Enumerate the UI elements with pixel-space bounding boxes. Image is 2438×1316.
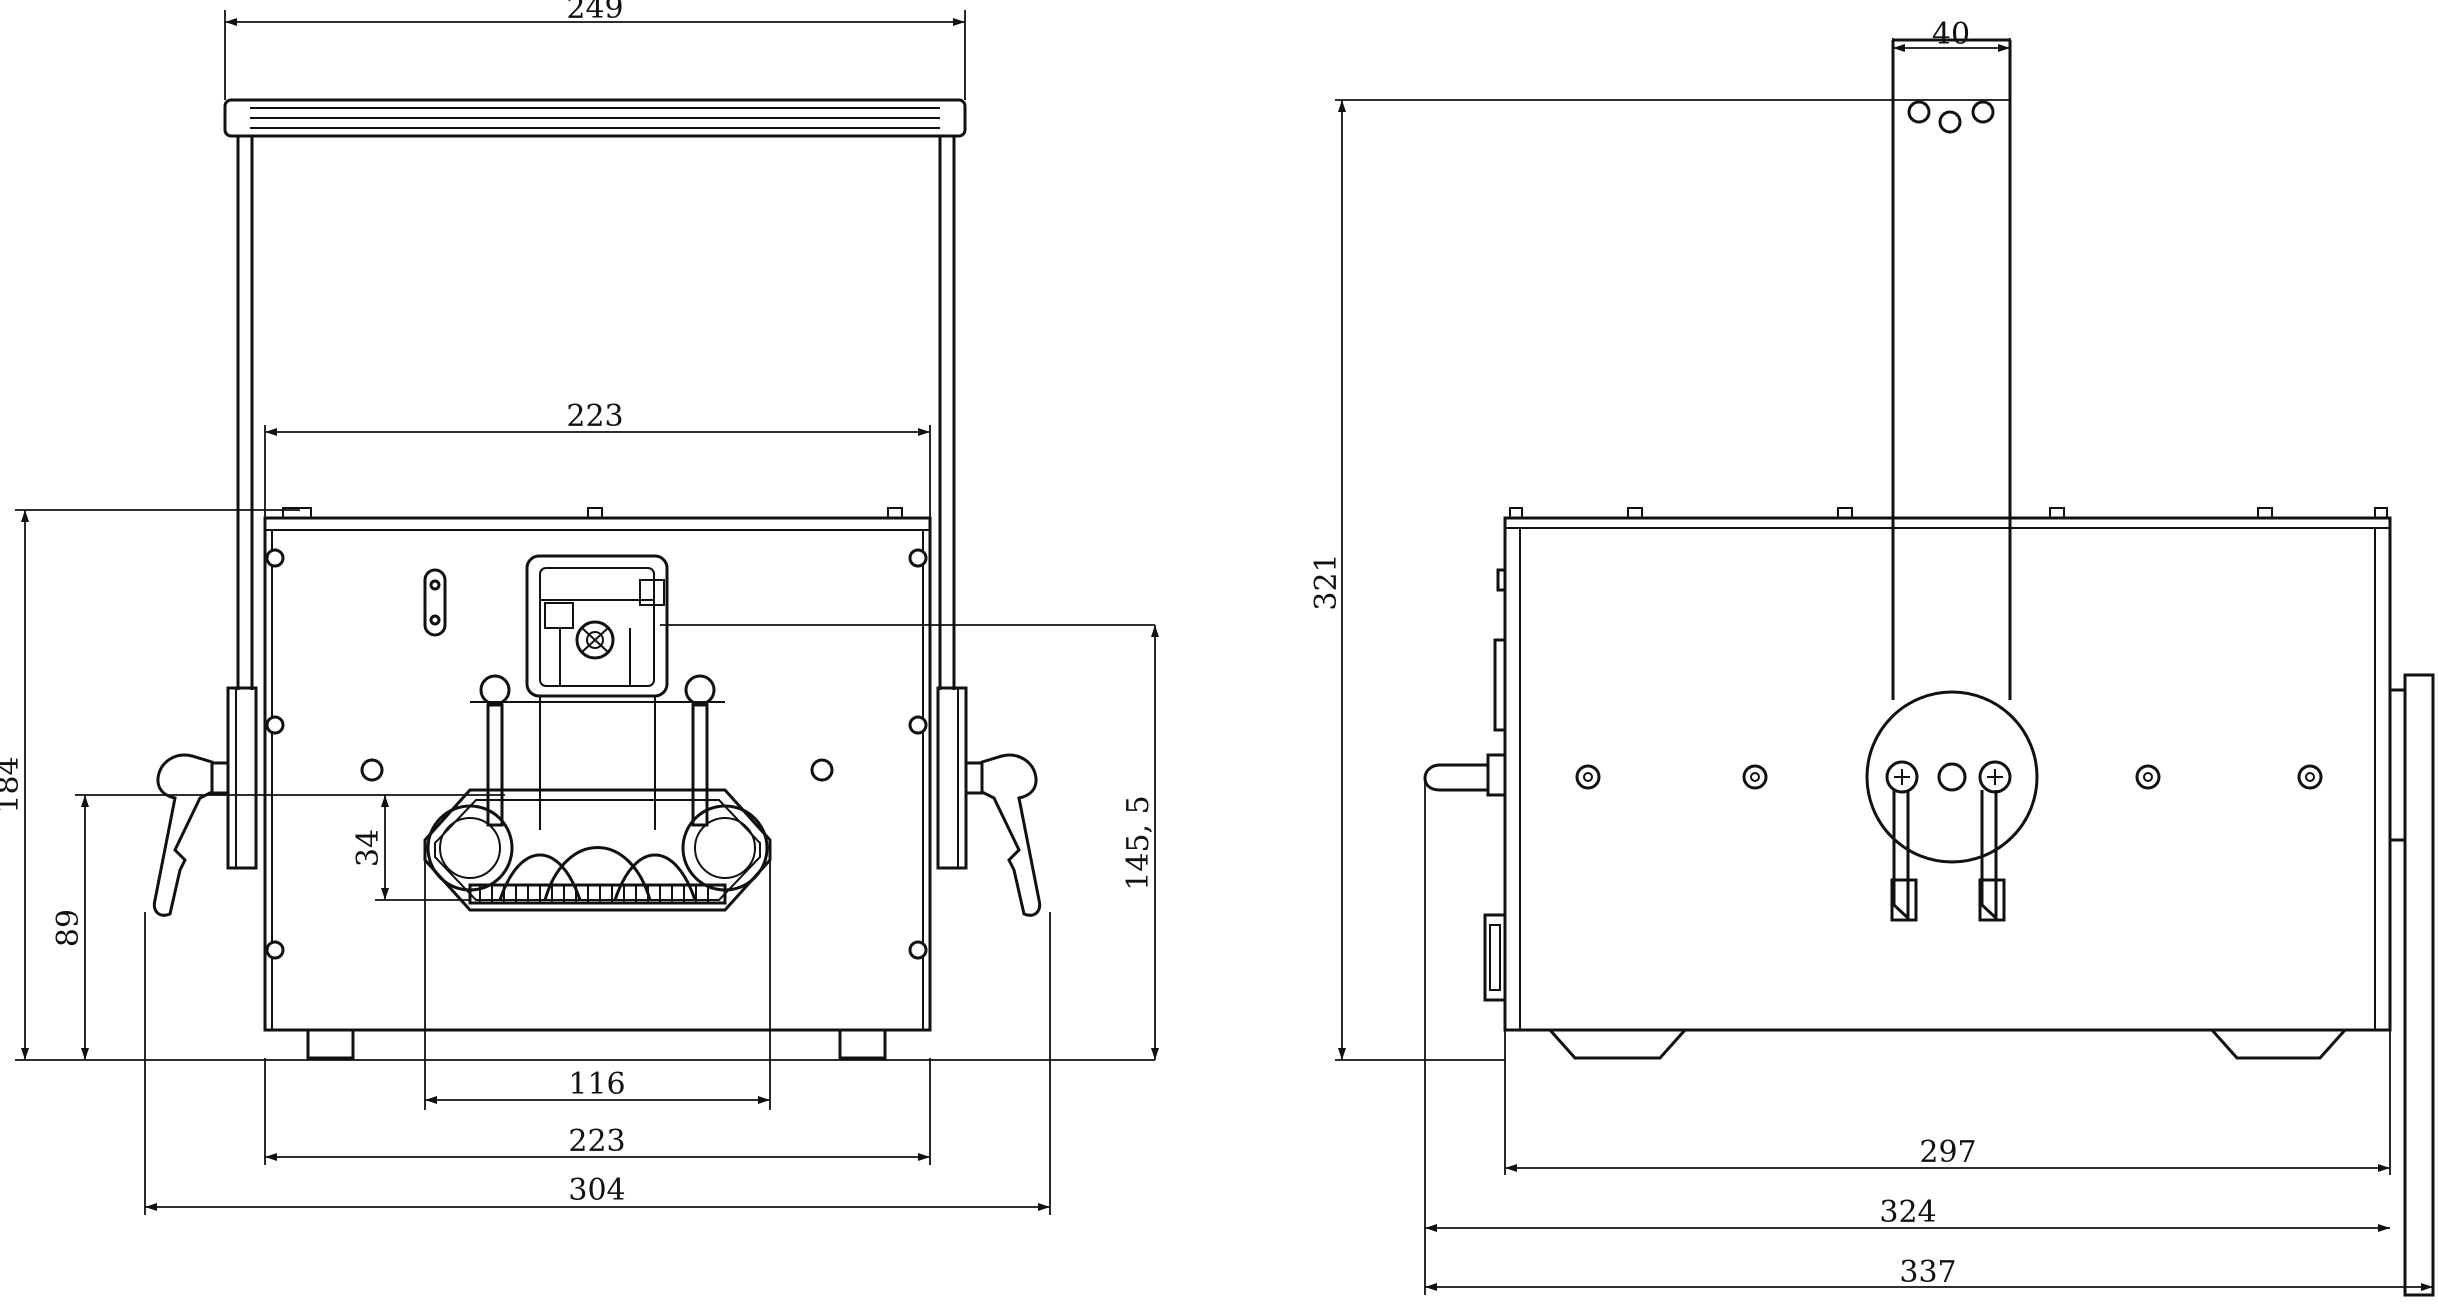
front-dimension-labels: 249 223 184 89 34 145, 5 116 223 304 <box>0 0 1156 1208</box>
side-dimension-labels: 40 321 297 324 337 <box>1309 17 1977 1290</box>
front-view: 249 223 184 89 34 145, 5 116 223 304 <box>0 0 1159 1215</box>
dim-label-34: 34 <box>351 829 386 867</box>
side-screws <box>1575 764 2323 790</box>
dim-label-249: 249 <box>566 0 623 26</box>
dim-label-89: 89 <box>51 909 86 947</box>
lens-bracket <box>470 674 725 830</box>
front-dimension-lines <box>21 18 1159 1211</box>
side-housing <box>1503 507 2392 1060</box>
dim-label-321: 321 <box>1309 553 1344 610</box>
dim-label-223-bottom: 223 <box>568 1124 625 1159</box>
lens-assembly <box>423 788 772 912</box>
dim-label-337: 337 <box>1899 1255 1956 1290</box>
dim-label-324: 324 <box>1879 1195 1936 1230</box>
dim-label-223-top: 223 <box>566 399 623 434</box>
dim-label-304: 304 <box>568 1173 625 1208</box>
dim-label-297: 297 <box>1919 1135 1976 1170</box>
front-extension-lines <box>15 10 1155 1215</box>
top-handle <box>223 98 967 690</box>
key-switch <box>423 568 447 637</box>
front-screws <box>265 548 928 960</box>
dim-label-184: 184 <box>0 756 26 813</box>
yoke-disc <box>1865 690 2039 922</box>
side-view: 40 321 297 324 337 <box>1309 17 2435 1297</box>
front-housing <box>263 507 932 1060</box>
side-extension-lines <box>1335 38 2434 1295</box>
dim-label-40: 40 <box>1932 17 1970 52</box>
side-dimension-lines <box>1338 44 2433 1291</box>
side-bracket <box>1891 38 2012 700</box>
rear-fittings <box>1423 568 2435 1297</box>
side-clamps <box>152 686 1042 917</box>
connector-box <box>525 554 669 698</box>
dim-label-145-5: 145, 5 <box>1121 795 1156 890</box>
dim-label-116: 116 <box>568 1067 625 1102</box>
